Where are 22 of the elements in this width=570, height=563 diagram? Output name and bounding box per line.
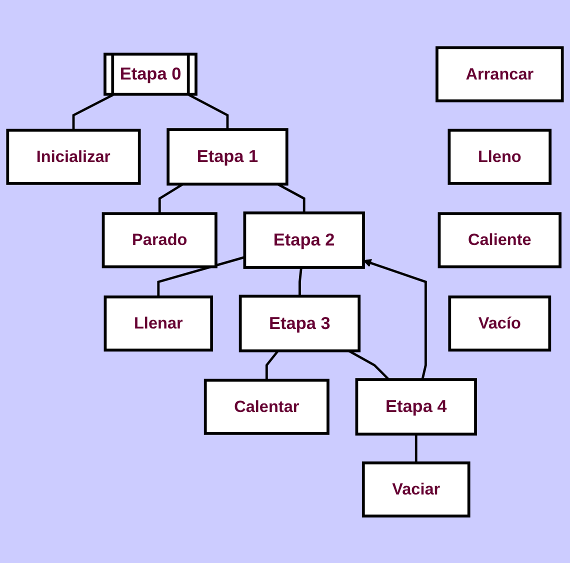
node-box: Vaciar: [362, 461, 470, 518]
connector: [277, 182, 306, 213]
node-box: Caliente: [438, 212, 562, 268]
node-box: Parado: [102, 212, 218, 268]
node-box: Etapa 1: [166, 128, 288, 186]
arrow: [363, 258, 427, 380]
node-box: Etapa 3: [238, 294, 361, 352]
connector: [158, 182, 184, 214]
node-box: Vacío: [448, 295, 552, 352]
node-box: Inicializar: [6, 128, 141, 185]
node-box: Calentar: [204, 378, 330, 434]
node-box: Arrancar: [436, 46, 564, 102]
connector: [298, 267, 302, 296]
node-box: Llenar: [104, 295, 214, 352]
connector: [188, 93, 229, 130]
node-box: Etapa 2: [243, 211, 365, 269]
connector: [265, 350, 279, 380]
connector: [157, 256, 246, 297]
connector: [414, 434, 418, 463]
node-box: Etapa 4: [355, 378, 477, 436]
node-box: Lleno: [448, 128, 552, 185]
connector: [72, 93, 114, 130]
